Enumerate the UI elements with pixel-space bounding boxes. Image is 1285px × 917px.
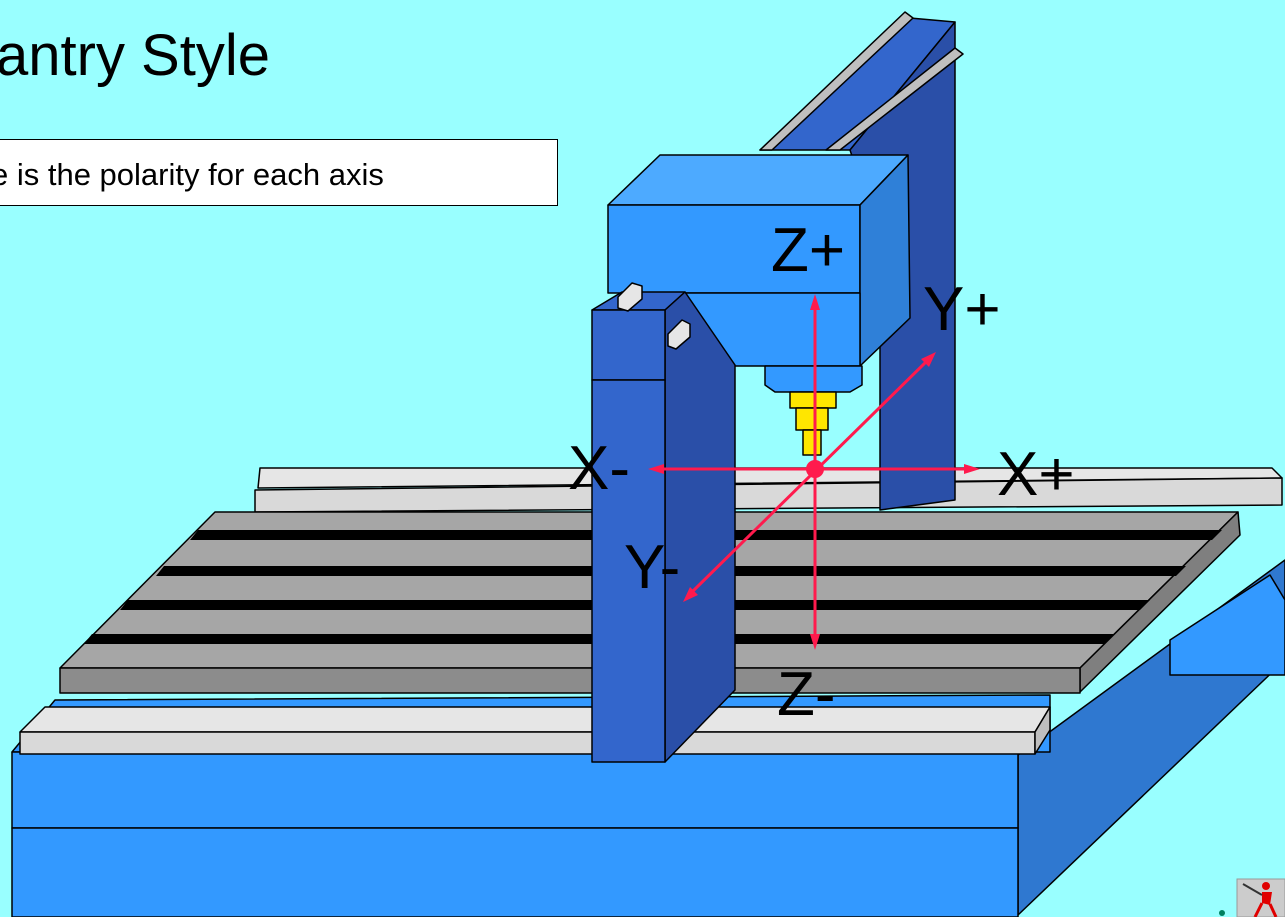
- y-minus-arrowhead: [683, 587, 698, 602]
- base-right-foot: [1169, 574, 1285, 676]
- x-plus-arrowhead: [964, 464, 980, 474]
- cutting-tool: [795, 407, 829, 431]
- z-plus-arrowhead: [810, 294, 820, 310]
- running-figure-logo-icon: [1219, 878, 1285, 917]
- front-rail-end: [1034, 706, 1051, 755]
- axis-origin: [806, 460, 824, 478]
- limit-switch-block-1: [617, 282, 643, 312]
- front-column-body: [591, 379, 666, 763]
- polarity-callout-text: e is the polarity for each axis: [0, 157, 384, 192]
- beam-guide-rail-1: [759, 11, 914, 151]
- z-minus-arrowhead: [810, 634, 820, 650]
- polarity-callout-box: e is the polarity for each axis: [0, 139, 558, 206]
- slide-title: antry Style: [0, 23, 270, 88]
- limit-switch-block-2: [667, 319, 691, 350]
- worktable-front: [59, 667, 1081, 694]
- front-column-side: [664, 291, 736, 763]
- z-plus-label: Z+: [771, 216, 845, 285]
- spindle-head-top: [607, 154, 909, 206]
- x-minus-arrowhead: [648, 464, 664, 474]
- front-column-cap: [591, 309, 666, 381]
- axis-arrows: [648, 294, 980, 650]
- y-plus-label: Y+: [923, 275, 1001, 344]
- x-minus-label: X-: [568, 434, 630, 503]
- front-rail-top: [19, 706, 1051, 733]
- y-minus-label: Y-: [624, 533, 680, 602]
- beam-guide-rail-2: [825, 47, 964, 151]
- z-minus-label: Z-: [777, 660, 836, 729]
- base-front-upper: [11, 751, 1019, 829]
- base-front-lower: [11, 827, 1019, 917]
- tool-holder: [789, 391, 837, 409]
- cutting-tool-tip: [802, 429, 822, 456]
- x-plus-label: X+: [997, 440, 1075, 509]
- front-rail-front: [19, 731, 1036, 755]
- y-plus-arrowhead: [921, 352, 936, 367]
